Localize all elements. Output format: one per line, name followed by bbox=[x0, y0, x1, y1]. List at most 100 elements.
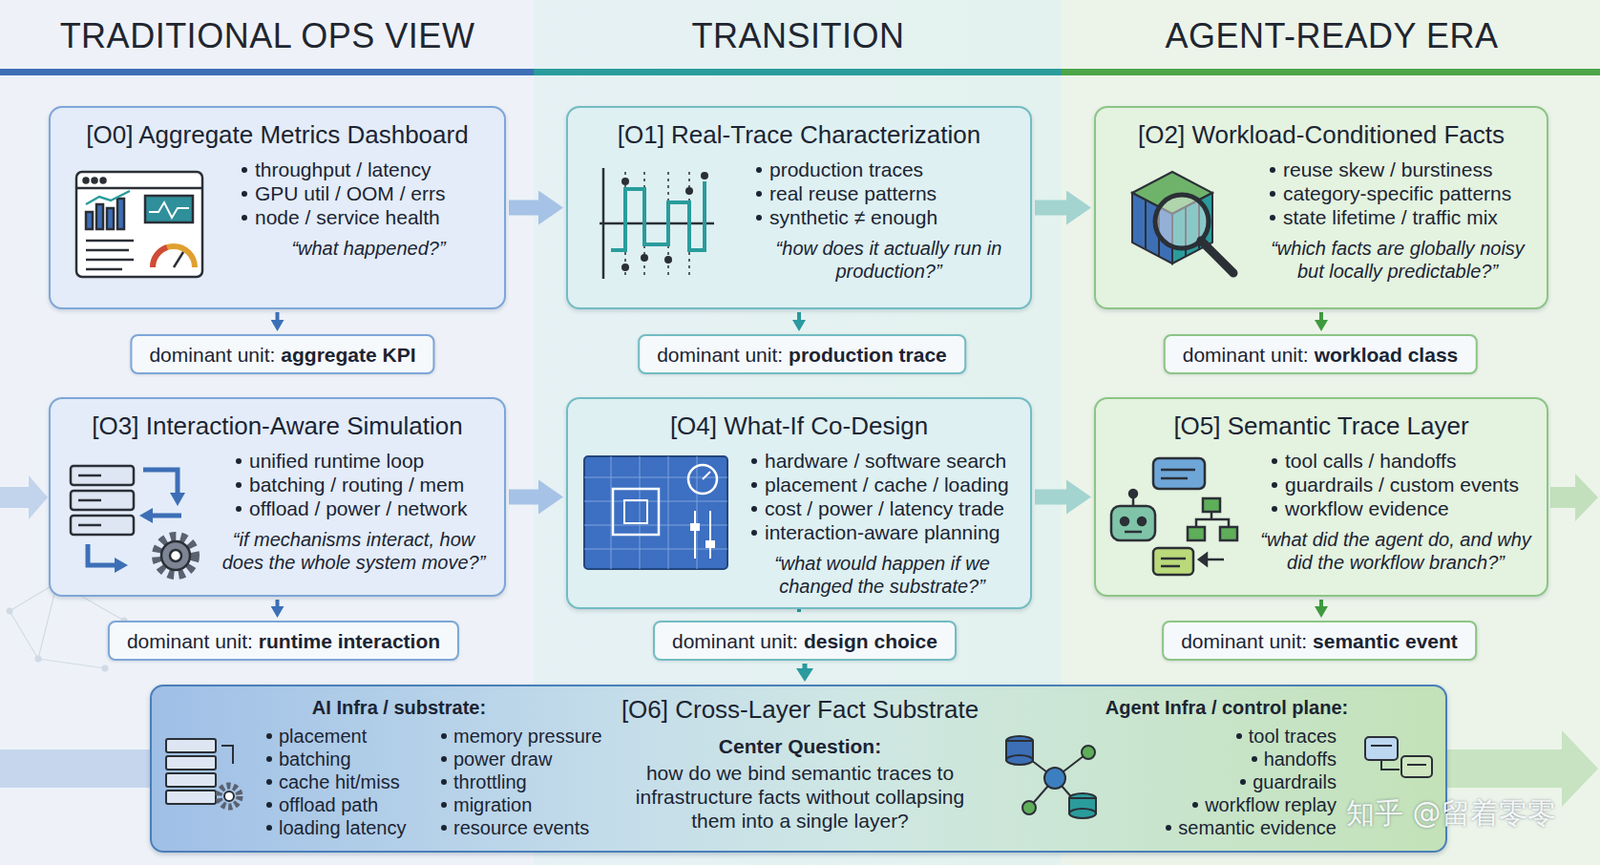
substrate-icon bbox=[166, 790, 216, 804]
box-title: [O2] Workload-Conditioned Facts bbox=[1107, 119, 1536, 150]
simulation-icon bbox=[70, 465, 134, 485]
dashboard-icon bbox=[76, 171, 203, 277]
bullet-item: batching bbox=[265, 747, 352, 771]
flow-arrow-decor bbox=[1575, 473, 1599, 522]
blueprint-icon bbox=[705, 540, 716, 548]
process-box: [O1] Real-Trace Characterizationproducti… bbox=[566, 105, 1032, 310]
chat-icon bbox=[1407, 763, 1427, 766]
blueprint-icon bbox=[584, 456, 728, 569]
agent-icon bbox=[1187, 526, 1205, 541]
bullet-item: power draw bbox=[440, 747, 552, 771]
guiding-question: “which facts are globally noisy but loca… bbox=[1260, 236, 1536, 283]
substrate-icon bbox=[218, 785, 240, 807]
substrate-icon bbox=[166, 738, 216, 753]
agent-icon bbox=[1111, 505, 1156, 541]
simulation-icon bbox=[143, 469, 178, 497]
guiding-question: “what would happen if we changed the sub… bbox=[745, 551, 1019, 598]
trace-waveform-icon bbox=[685, 187, 694, 195]
dashboard-icon bbox=[85, 190, 130, 205]
simulation-icon bbox=[78, 474, 102, 478]
bullet-item: guardrails / custom events bbox=[1269, 472, 1536, 497]
connector-arrow bbox=[508, 489, 539, 506]
dashboard-icon bbox=[84, 178, 89, 184]
unit-prefix: dominant unit: bbox=[126, 629, 253, 654]
bullet-item: GPU util / OOM / errs bbox=[239, 181, 493, 206]
dashboard-icon bbox=[145, 195, 193, 223]
blueprint-icon bbox=[584, 548, 728, 550]
control-plane-icon bbox=[1006, 736, 1096, 819]
bullet-item: placement bbox=[265, 724, 367, 748]
blueprint-icon bbox=[584, 525, 728, 527]
connector-arrow bbox=[508, 200, 539, 216]
network-texture bbox=[38, 658, 106, 669]
agent-icon bbox=[1199, 553, 1207, 566]
unit-prefix: dominant unit: bbox=[1180, 629, 1307, 654]
blueprint-icon bbox=[624, 500, 648, 524]
bullet-item: workflow replay bbox=[1191, 793, 1337, 817]
unit-tag: dominant unit:semantic event bbox=[1161, 620, 1477, 661]
substrate-icon bbox=[166, 756, 216, 770]
flow-arrow-decor bbox=[28, 475, 48, 520]
agent-icon bbox=[1220, 526, 1238, 541]
control-plane-icon bbox=[1022, 800, 1036, 815]
trace-waveform-icon bbox=[621, 177, 630, 186]
unit-value: runtime interaction bbox=[258, 629, 441, 654]
box-title: [O0] Aggregate Metrics Dashboard bbox=[62, 119, 493, 150]
blueprint-icon bbox=[702, 471, 711, 480]
blueprint-icon bbox=[639, 456, 641, 569]
dashboard-icon bbox=[96, 204, 104, 230]
dashboard-icon bbox=[152, 246, 195, 268]
column-header: AGENT-READY ERA bbox=[1165, 15, 1499, 58]
dashboard-icon bbox=[85, 268, 123, 272]
blueprint-icon bbox=[610, 456, 612, 569]
bullet-item: unified runtime loop bbox=[233, 448, 493, 473]
flow-arrow-decor bbox=[0, 486, 29, 508]
bullet-item: semantic evidence bbox=[1164, 816, 1337, 840]
blueprint-icon bbox=[694, 510, 696, 559]
dashboard-icon bbox=[101, 178, 106, 184]
agent-icon bbox=[1160, 468, 1196, 472]
blueprint-icon bbox=[584, 456, 728, 569]
simulation-icon bbox=[114, 557, 128, 573]
blueprint-icon bbox=[709, 510, 712, 559]
flow-arrow-decor bbox=[1550, 486, 1576, 508]
unit-prefix: dominant unit: bbox=[672, 629, 799, 654]
blueprint-icon bbox=[688, 464, 717, 494]
agent-icon bbox=[1153, 547, 1194, 575]
substrate-icon bbox=[166, 738, 240, 807]
simulation-icon bbox=[78, 499, 102, 503]
guiding-question: “what happened?” bbox=[244, 236, 493, 260]
unit-prefix: dominant unit: bbox=[148, 342, 275, 368]
section-heading: Agent Infra / control plane: bbox=[1105, 695, 1348, 719]
bullet-item: category-specific patterns bbox=[1267, 181, 1536, 206]
bullet-item: batching / routing / mem bbox=[233, 472, 493, 497]
unit-tag: dominant unit:runtime interaction bbox=[107, 620, 460, 661]
agent-icon bbox=[1153, 458, 1205, 489]
simulation-icon bbox=[70, 490, 134, 510]
connector-arrow bbox=[802, 663, 808, 669]
dashboard-icon bbox=[85, 249, 129, 253]
trace-waveform-icon bbox=[599, 168, 715, 279]
network-texture bbox=[6, 608, 13, 614]
simulation-icon bbox=[156, 536, 195, 575]
bullet-item: real reuse patterns bbox=[754, 181, 1019, 206]
dashboard-icon bbox=[117, 198, 125, 230]
simulation-icon bbox=[169, 549, 182, 562]
bullet-item: hardware / software search bbox=[749, 448, 1019, 473]
bullet-item: node / service health bbox=[239, 205, 493, 230]
substrate-icon bbox=[221, 745, 233, 764]
unit-tag: dominant unit:design choice bbox=[652, 620, 957, 661]
bullet-item: resource events bbox=[440, 816, 590, 840]
control-plane-icon bbox=[1006, 755, 1033, 765]
trace-waveform-icon bbox=[599, 222, 715, 226]
control-plane-icon bbox=[1044, 767, 1066, 789]
header-bar bbox=[1061, 68, 1600, 76]
bullet-item: cache hit/miss bbox=[265, 770, 400, 794]
flow-arrow-decor bbox=[1447, 749, 1562, 788]
dashboard-icon bbox=[85, 239, 134, 243]
blueprint-icon bbox=[690, 523, 700, 531]
unit-value: design choice bbox=[803, 629, 938, 654]
substrate-icon bbox=[224, 791, 234, 801]
connector-arrow bbox=[275, 599, 280, 607]
